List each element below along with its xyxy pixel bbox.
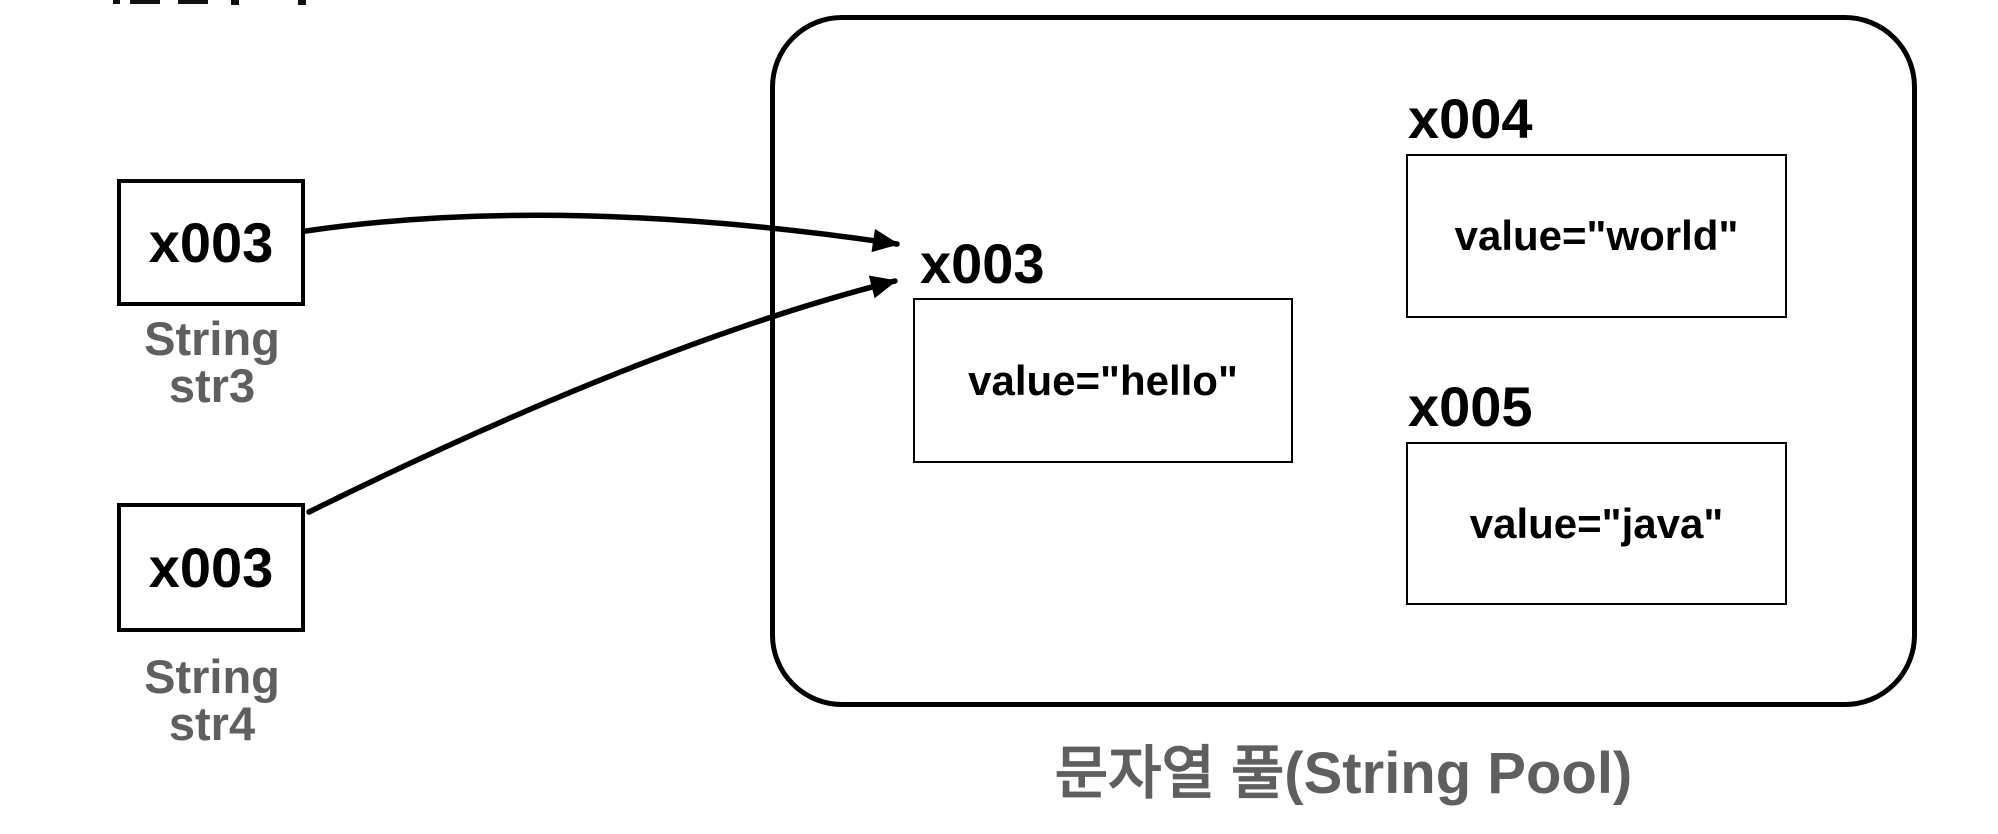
reference-address: x003 xyxy=(148,535,274,599)
reference-caption-str4: String str4 xyxy=(144,650,280,750)
pool-entry-box-x003: value="hello" xyxy=(913,298,1293,463)
pool-entry-address-x004: x004 xyxy=(1408,87,1533,150)
reference-address: x003 xyxy=(148,210,274,274)
pool-entry-value: value="java" xyxy=(1469,499,1724,547)
reference-caption-str3: String str3 xyxy=(144,312,280,412)
pool-entry-value: value="hello" xyxy=(968,356,1238,404)
pool-entry-address-x005: x005 xyxy=(1408,375,1533,438)
reference-box-str4: x003 xyxy=(117,503,305,632)
pool-entry-address-x003: x003 xyxy=(920,232,1045,295)
pool-entry-box-x005: value="java" xyxy=(1406,442,1787,605)
pool-entry-box-x004: value="world" xyxy=(1406,154,1787,318)
pool-entry-value: value="world" xyxy=(1454,212,1739,259)
pool-caption: 문자열 풀(String Pool) xyxy=(1054,741,1633,806)
reference-box-str3: x003 xyxy=(117,179,305,306)
